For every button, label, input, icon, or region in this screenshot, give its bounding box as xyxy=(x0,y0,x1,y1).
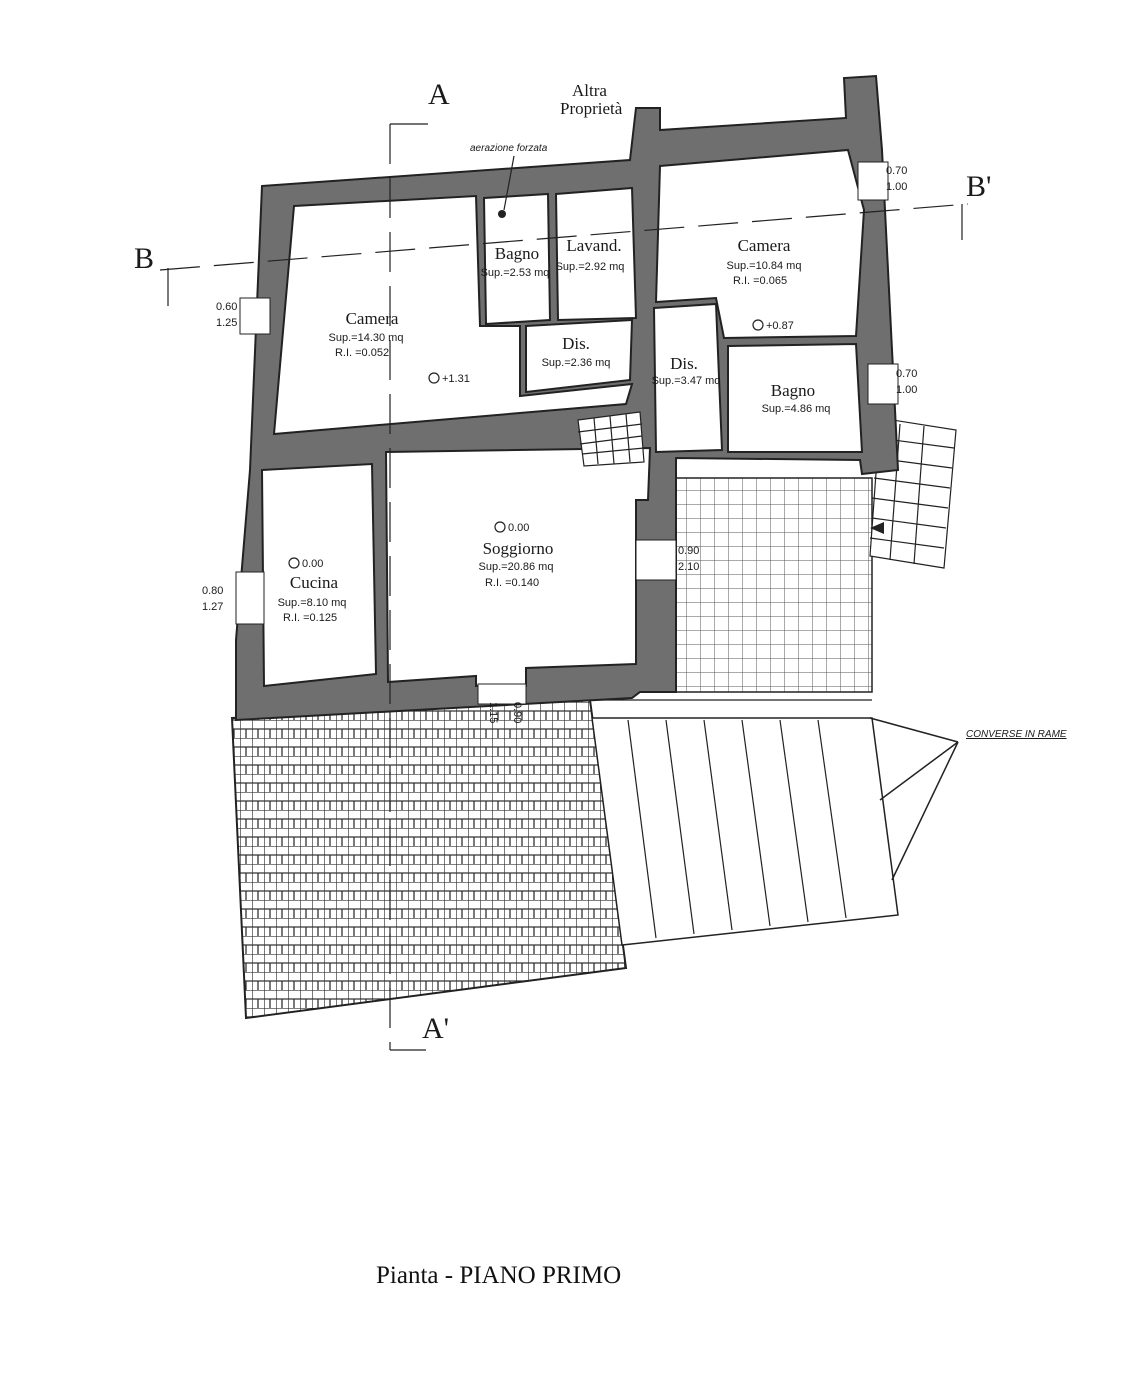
room-dis-1 xyxy=(525,318,634,394)
room-ri: R.I. =0.065 xyxy=(733,275,787,287)
room-surface: Sup.=2.36 mq xyxy=(542,357,611,369)
level-value: 0.00 xyxy=(302,558,323,570)
window-height: 1.25 xyxy=(216,317,237,329)
room-surface: Sup.=2.53 mq xyxy=(481,267,550,279)
window-width: 0.70 xyxy=(896,368,917,380)
section-a-prime: A' xyxy=(422,1012,449,1045)
room-lavand xyxy=(554,186,638,322)
room-surface: Sup.=20.86 mq xyxy=(479,561,554,573)
room-surface: Sup.=8.10 mq xyxy=(278,597,347,609)
window-height: 1.27 xyxy=(202,601,223,613)
room-surface: Sup.=3.47 mq xyxy=(652,375,721,387)
section-b: B xyxy=(134,242,154,275)
converse-leaders xyxy=(869,717,959,881)
room-soggiorno xyxy=(384,446,652,687)
window-height: 1.00 xyxy=(896,384,917,396)
door-width: 0.90 xyxy=(678,545,699,557)
room-ri: R.I. =0.125 xyxy=(283,612,337,624)
drawing-title: Pianta - PIANO PRIMO xyxy=(376,1262,622,1289)
room-bagno-2 xyxy=(727,342,864,453)
note-converse: CONVERSE IN RAME xyxy=(966,729,1067,740)
room-name: Dis. xyxy=(670,354,698,373)
room-ri: R.I. =0.140 xyxy=(485,577,539,589)
room-camera-2 xyxy=(654,148,866,340)
terrace-grid xyxy=(675,477,873,693)
section-lines xyxy=(159,123,969,1051)
window-height: 1.00 xyxy=(886,181,907,193)
room-surface: Sup.=4.86 mq xyxy=(762,403,831,415)
room-dis-2 xyxy=(652,302,724,454)
window-width: 0.60 xyxy=(216,301,237,313)
level-value: +1.31 xyxy=(442,373,470,385)
copper-flashing-roof xyxy=(590,699,899,946)
room-name: Camera xyxy=(346,309,399,328)
window-width: 0.70 xyxy=(886,165,907,177)
note-aerazione: aerazione forzata xyxy=(470,143,548,154)
section-a: A xyxy=(428,78,450,111)
room-surface: Sup.=10.84 mq xyxy=(727,260,802,272)
level-value: 0.00 xyxy=(508,522,529,534)
room-name: Lavand. xyxy=(566,236,621,255)
room-surface: Sup.=2.92 mq xyxy=(556,261,625,273)
level-markers xyxy=(288,319,764,569)
room-bagno-1 xyxy=(482,192,552,326)
room-camera-1 xyxy=(272,194,634,436)
room-ri: R.I. =0.052 xyxy=(335,347,389,359)
window-width: 0.80 xyxy=(202,585,223,597)
openings xyxy=(235,161,899,705)
note-altra: Altra xyxy=(572,81,607,100)
room-name: Cucina xyxy=(290,573,339,592)
interior-stair xyxy=(577,411,645,467)
door-height: 2.10 xyxy=(678,561,699,573)
room-name: Bagno xyxy=(771,381,815,400)
room-surface: Sup.=14.30 mq xyxy=(329,332,404,344)
door-width: 0.90 xyxy=(511,702,523,723)
ventilation-point xyxy=(498,210,506,218)
room-name: Dis. xyxy=(562,334,590,353)
note-proprieta: Proprietà xyxy=(560,99,623,118)
room-name: Camera xyxy=(738,236,791,255)
room-name: Bagno xyxy=(495,244,539,263)
level-value: +0.87 xyxy=(766,320,794,332)
door-height: 1.15 xyxy=(487,702,499,723)
section-b-prime: B' xyxy=(966,170,991,203)
room-name: Soggiorno xyxy=(483,539,554,558)
roof-tiles-area xyxy=(230,698,628,1020)
